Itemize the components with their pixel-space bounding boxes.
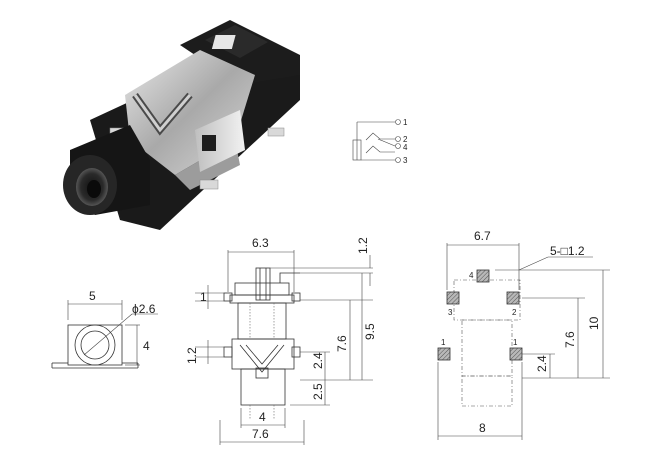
footprint-height-10-label: 10: [587, 316, 601, 330]
front-bore-label: ϕ2.6: [132, 302, 156, 316]
side-width-top-label: 6.3: [252, 236, 269, 250]
side-left-1-label: 1: [200, 290, 207, 304]
pad-2-label: 2: [512, 308, 517, 317]
footprint-height-7-6-label: 7.6: [563, 331, 577, 348]
schematic-pin-3: 3: [403, 156, 408, 165]
side-left-1-2-label: 1.2: [185, 347, 199, 364]
schematic-symbol: 1 2 4 3: [352, 118, 408, 165]
side-height-7-6-label: 7.6: [335, 335, 349, 352]
front-width-label: 5: [89, 289, 96, 303]
schematic-pin-2: 2: [403, 135, 408, 144]
side-inner-width-label: 4: [259, 410, 266, 424]
schematic-pin-1: 1: [403, 118, 408, 127]
front-view: 5 4 ϕ2.6: [51, 289, 158, 369]
side-right-2-5-label: 2.5: [311, 383, 325, 400]
side-width-bottom-label: 7.6: [252, 427, 269, 441]
schematic-pin-4: 4: [403, 143, 408, 152]
side-view: 6.3 1.2 9.5 7.6 2.4 2.5 1 1.2: [185, 236, 377, 445]
product-photo: [63, 20, 300, 230]
side-top-right-1-2-label: 1.2: [356, 237, 370, 254]
front-height-label: 4: [143, 339, 150, 353]
pad-1-left-label: 1: [441, 338, 446, 347]
side-height-9-5-label: 9.5: [363, 323, 377, 340]
pad-3-label: 3: [448, 308, 453, 317]
pad-4-label: 4: [469, 271, 474, 280]
footprint-width-top-label: 6.7: [474, 229, 491, 243]
footprint-view: 4 3 2 1 1 6.7 5-□1.2 10 7.6 2.4 8: [437, 229, 610, 440]
pad-1-right-label: 1: [513, 338, 518, 347]
footprint-width-bottom-label: 8: [479, 421, 486, 435]
pad-size-label: 5-□1.2: [550, 244, 585, 258]
side-right-2-4-label: 2.4: [311, 352, 325, 369]
footprint-height-2-4-label: 2.4: [535, 355, 549, 372]
